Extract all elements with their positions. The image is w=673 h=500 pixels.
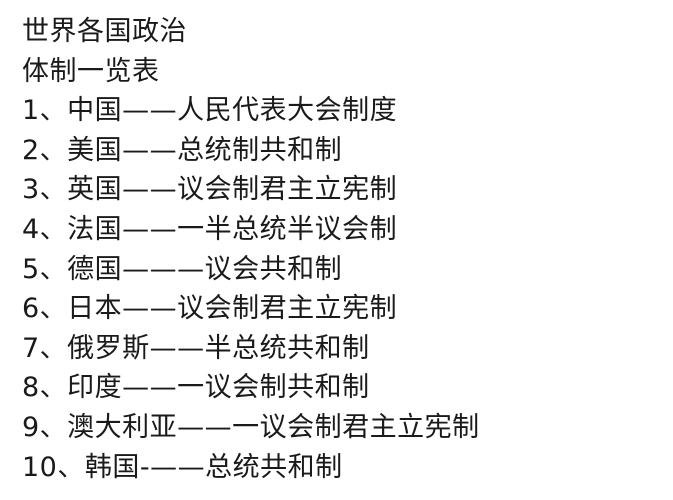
list-item-9: 9、澳大利亚——一议会制君主立宪制 xyxy=(22,411,480,443)
list-item-4: 4、法国——一半总统半议会制 xyxy=(22,213,398,245)
list-item-3: 3、英国——议会制君主立宪制 xyxy=(22,174,398,206)
list-item-2: 2、美国——总统制共和制 xyxy=(22,134,343,166)
title-line-1: 世界各国政治 xyxy=(22,16,187,47)
list-item-1: 1、中国——人民代表大会制度 xyxy=(22,95,398,127)
list-item-10: 10、韩国-——总统共和制 xyxy=(22,451,343,483)
document-body: 世界各国政治 体制一览表 1、中国——人民代表大会制度 2、美国——总统制共和制… xyxy=(22,12,662,487)
list-item-7: 7、俄罗斯——半总统共和制 xyxy=(22,332,370,364)
list-item-6: 6、日本——议会制君主立宪制 xyxy=(22,293,398,325)
title-line-2: 体制一览表 xyxy=(22,55,160,87)
list-item-5: 5、德国———议会共和制 xyxy=(22,253,343,285)
list-item-8: 8、印度——一议会制共和制 xyxy=(22,372,370,404)
